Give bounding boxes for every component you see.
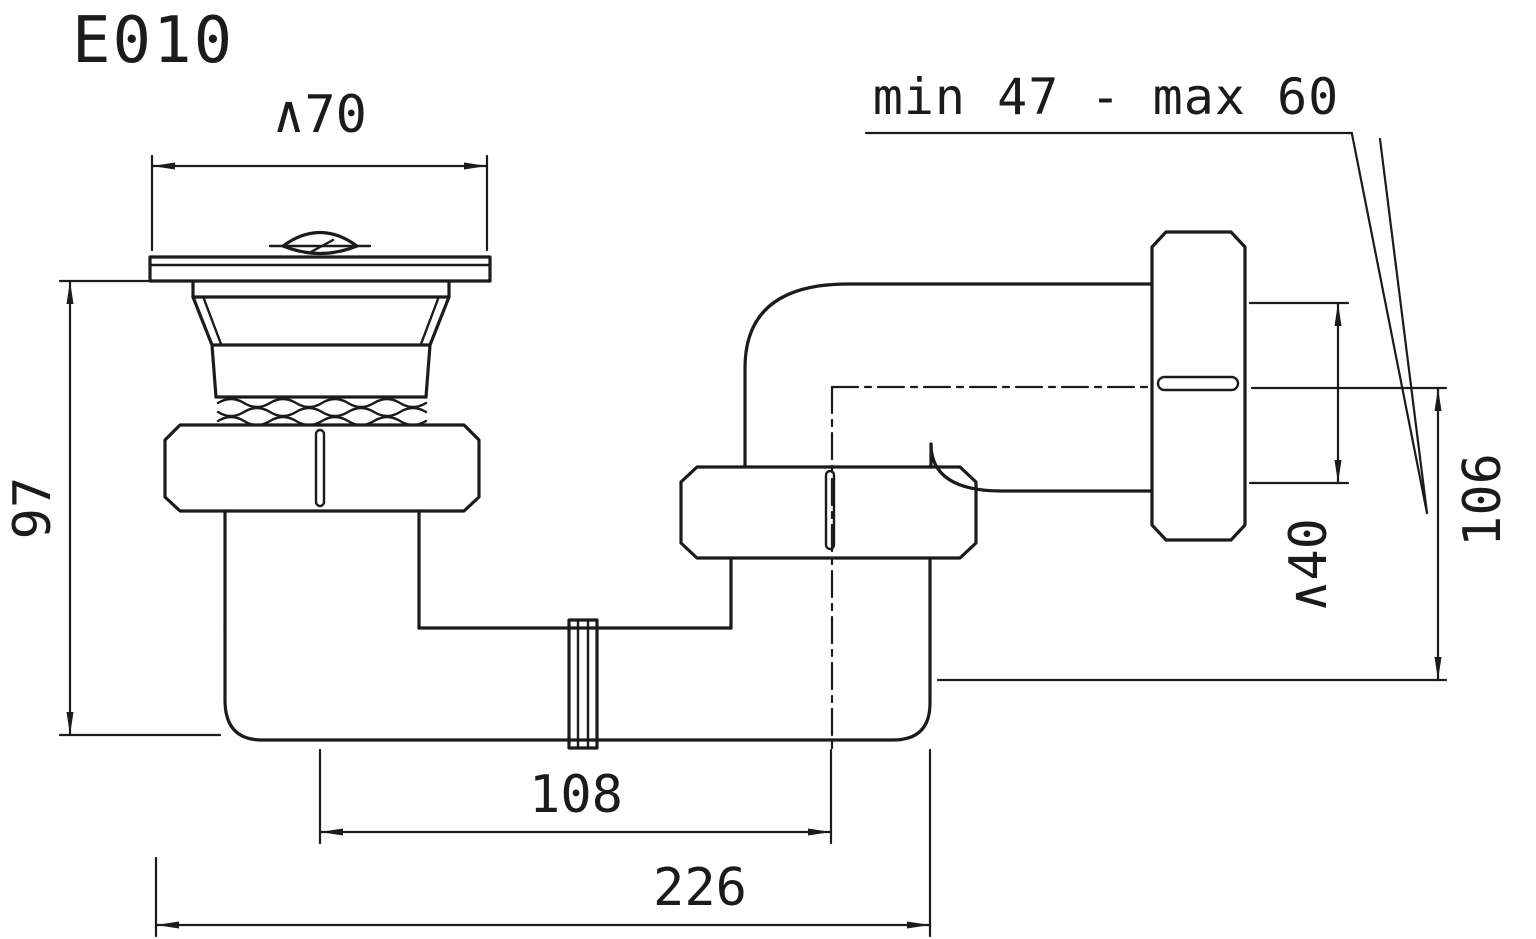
leader-line (1350, 132, 1429, 515)
funnel-left-profile (191, 279, 218, 399)
strainer-nut (163, 423, 481, 513)
thread-line-1 (216, 397, 428, 409)
centerlines (830, 385, 1152, 750)
dim-trap-offset: 108 (318, 748, 833, 845)
dim-label-flange-diameter: ∧70 (273, 85, 367, 145)
thread-line-2 (216, 406, 428, 418)
leader-line (1378, 137, 1429, 515)
dim-wall-depth: min 47 - max 60 (864, 68, 1429, 515)
screw-head (281, 230, 359, 256)
funnel-inner-right (419, 297, 440, 346)
elbow-outer-profile (743, 282, 1154, 469)
funnel-right-profile (424, 279, 451, 399)
dim-label-outlet-height: 106 (1453, 453, 1513, 547)
wall-nut (1150, 230, 1247, 542)
dim-label-wall-depth: min 47 - max 60 (873, 68, 1340, 126)
trap-nut-slot (824, 469, 836, 551)
dim-label-overall-height: 97 (3, 477, 63, 540)
coupling-ring (567, 618, 599, 750)
screw-slot (307, 238, 335, 255)
strainer-assembly (148, 230, 492, 630)
dim-flange-diameter: ∧70 (150, 85, 489, 252)
trap-pipe (223, 556, 932, 750)
dim-label-outlet-diameter: ∧40 (1279, 518, 1339, 612)
outlet-elbow (743, 282, 1154, 493)
elbow-inner-profile (929, 442, 1154, 493)
trap-nut (679, 465, 978, 560)
drawing-code: E010 (72, 4, 234, 78)
strainer-nut-slot (314, 428, 326, 508)
funnel-inner-left (202, 297, 223, 346)
dim-overall-length: 226 (154, 748, 932, 938)
dim-outlet-diameter: ∧40 (1248, 301, 1350, 612)
dim-label-trap-offset: 108 (529, 765, 623, 825)
trap-nut-body (679, 465, 978, 560)
dim-label-overall-length: 226 (653, 858, 747, 918)
flange-plate (148, 255, 492, 283)
wall-nut-slot (1156, 375, 1240, 392)
wall-nut-body (1150, 230, 1247, 542)
dim-outlet-height: 106 (936, 386, 1513, 682)
dim-overall-height: 97 (3, 279, 222, 737)
